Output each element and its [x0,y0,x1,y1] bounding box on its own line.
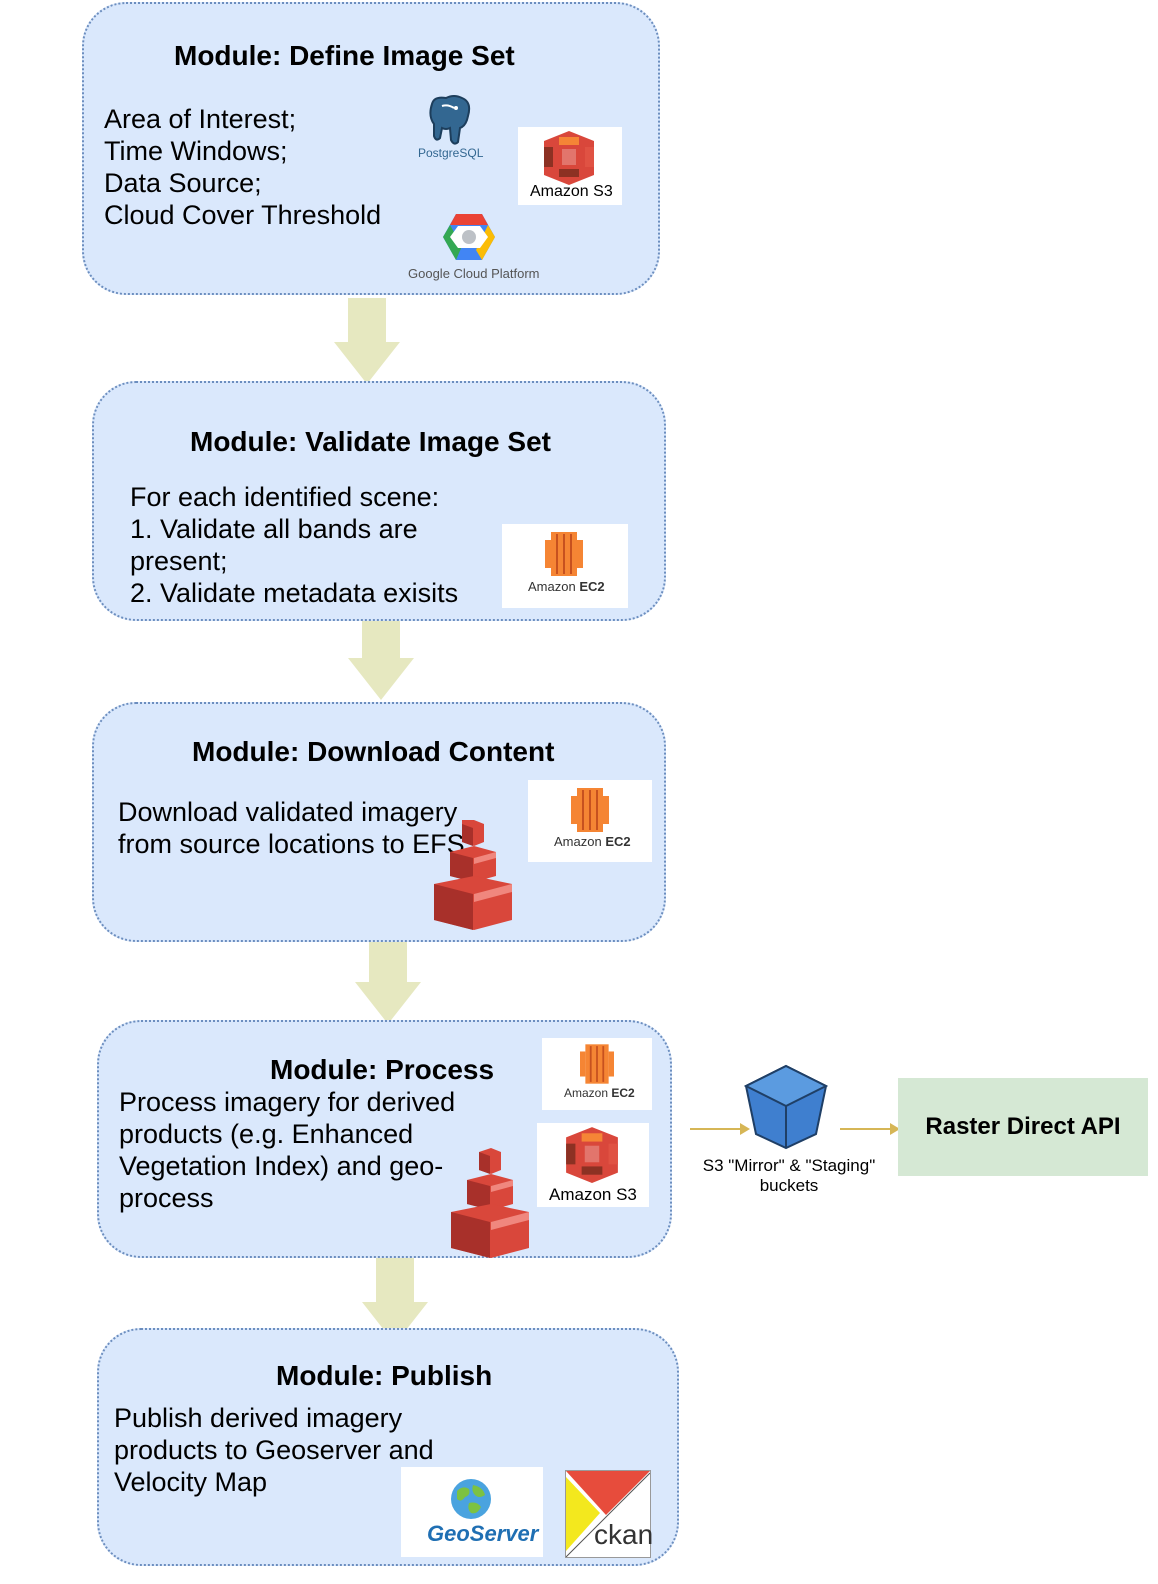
amazon-ec2-logo: Amazon EC2 [502,524,628,608]
postgresql-elephant-icon [429,95,471,145]
module-publish: Module: Publish Publish derived imagery … [97,1328,679,1566]
text-line: Cloud Cover Threshold [104,200,382,230]
gcp-label: Google Cloud Platform [408,266,540,281]
module-validate-image-set: Module: Validate Image Set For each iden… [92,381,666,621]
text-line: Publish derived imagery [114,1403,403,1433]
amazon-s3-logo: Amazon S3 [537,1123,649,1207]
amazon-efs-icon [434,820,512,930]
amazon-ec2-icon [580,1044,614,1084]
amazon-ec2-logo: Amazon EC2 [542,1038,652,1110]
connector-arrow-to-buckets [690,1123,750,1135]
text-line: products (e.g. Enhanced [119,1119,414,1149]
module-title: Module: Process [270,1054,495,1085]
text-line: Process imagery for derived [119,1087,456,1117]
module-description: Area of Interest; Time Windows; Data Sou… [104,103,381,231]
ckan-label: ckan [594,1519,654,1550]
module-title: Module: Define Image Set [174,40,515,71]
text-line: S3 "Mirror" & "Staging" [702,1156,876,1175]
text-line: Velocity Map [114,1467,268,1497]
text-line: Data Source; [104,168,262,198]
text-line: Download validated imagery [118,797,458,827]
amazon-s3-logo: Amazon S3 [518,127,622,205]
text-line: products to Geoserver and [114,1435,434,1465]
geoserver-globe-icon [451,1479,491,1519]
text-line: 2. Validate metadata exisits [130,578,459,608]
module-description: Download validated imagery from source l… [118,796,465,860]
module-define-image-set: Module: Define Image Set Area of Interes… [82,2,660,295]
amazon-ec2-icon [571,788,609,832]
module-download-content: Module: Download Content Download valida… [92,702,666,942]
s3-bucket-cube-icon [744,1064,828,1150]
geoserver-label: GeoServer [427,1521,539,1546]
amazon-s3-icon [566,1127,618,1183]
geoserver-logo: GeoServer [401,1467,543,1557]
flow-arrow-1 [334,298,400,384]
text-line: from source locations to EFS [118,829,465,859]
module-description: For each identified scene: 1. Validate a… [130,481,458,609]
s3-buckets-label: S3 "Mirror" & "Staging" buckets [692,1156,886,1196]
text-line: Vegetation Index) and geo- [119,1151,444,1181]
google-cloud-platform-icon [443,214,495,260]
connector-arrow-to-api [840,1123,900,1135]
text-line: For each identified scene: [130,482,440,512]
module-process: Module: Process Process imagery for deri… [97,1020,672,1258]
module-title: Module: Validate Image Set [190,426,551,457]
ec2-label: Amazon EC2 [528,579,605,594]
s3-label: Amazon S3 [530,183,613,200]
ec2-label: Amazon EC2 [554,834,631,849]
flow-arrow-4 [362,1258,428,1344]
module-title: Module: Download Content [192,736,555,767]
amazon-s3-icon [544,131,594,185]
raster-direct-api-label: Raster Direct API [925,1113,1121,1140]
flow-arrow-3 [355,938,421,1024]
amazon-ec2-logo: Amazon EC2 [528,780,652,862]
text-line: Area of Interest; [104,104,297,134]
postgresql-label: PostgreSQL [418,146,484,160]
text-line: Time Windows; [104,136,288,166]
module-description: Process imagery for derived products (e.… [119,1086,455,1214]
ckan-logo: ckan [565,1470,654,1558]
ec2-label: Amazon EC2 [564,1086,635,1100]
flow-arrow-2 [348,614,414,700]
text-line: present; [130,546,228,576]
text-line: process [119,1183,214,1213]
amazon-ec2-icon [545,532,583,576]
text-line: buckets [759,1176,819,1195]
text-line: 1. Validate all bands are [130,514,418,544]
module-title: Module: Publish [276,1360,493,1391]
s3-label: Amazon S3 [549,1185,637,1204]
module-description: Publish derived imagery products to Geos… [114,1402,434,1498]
ckan-icon [566,1471,650,1557]
amazon-efs-icon [451,1148,529,1258]
raster-direct-api-box: Raster Direct API [898,1078,1148,1176]
